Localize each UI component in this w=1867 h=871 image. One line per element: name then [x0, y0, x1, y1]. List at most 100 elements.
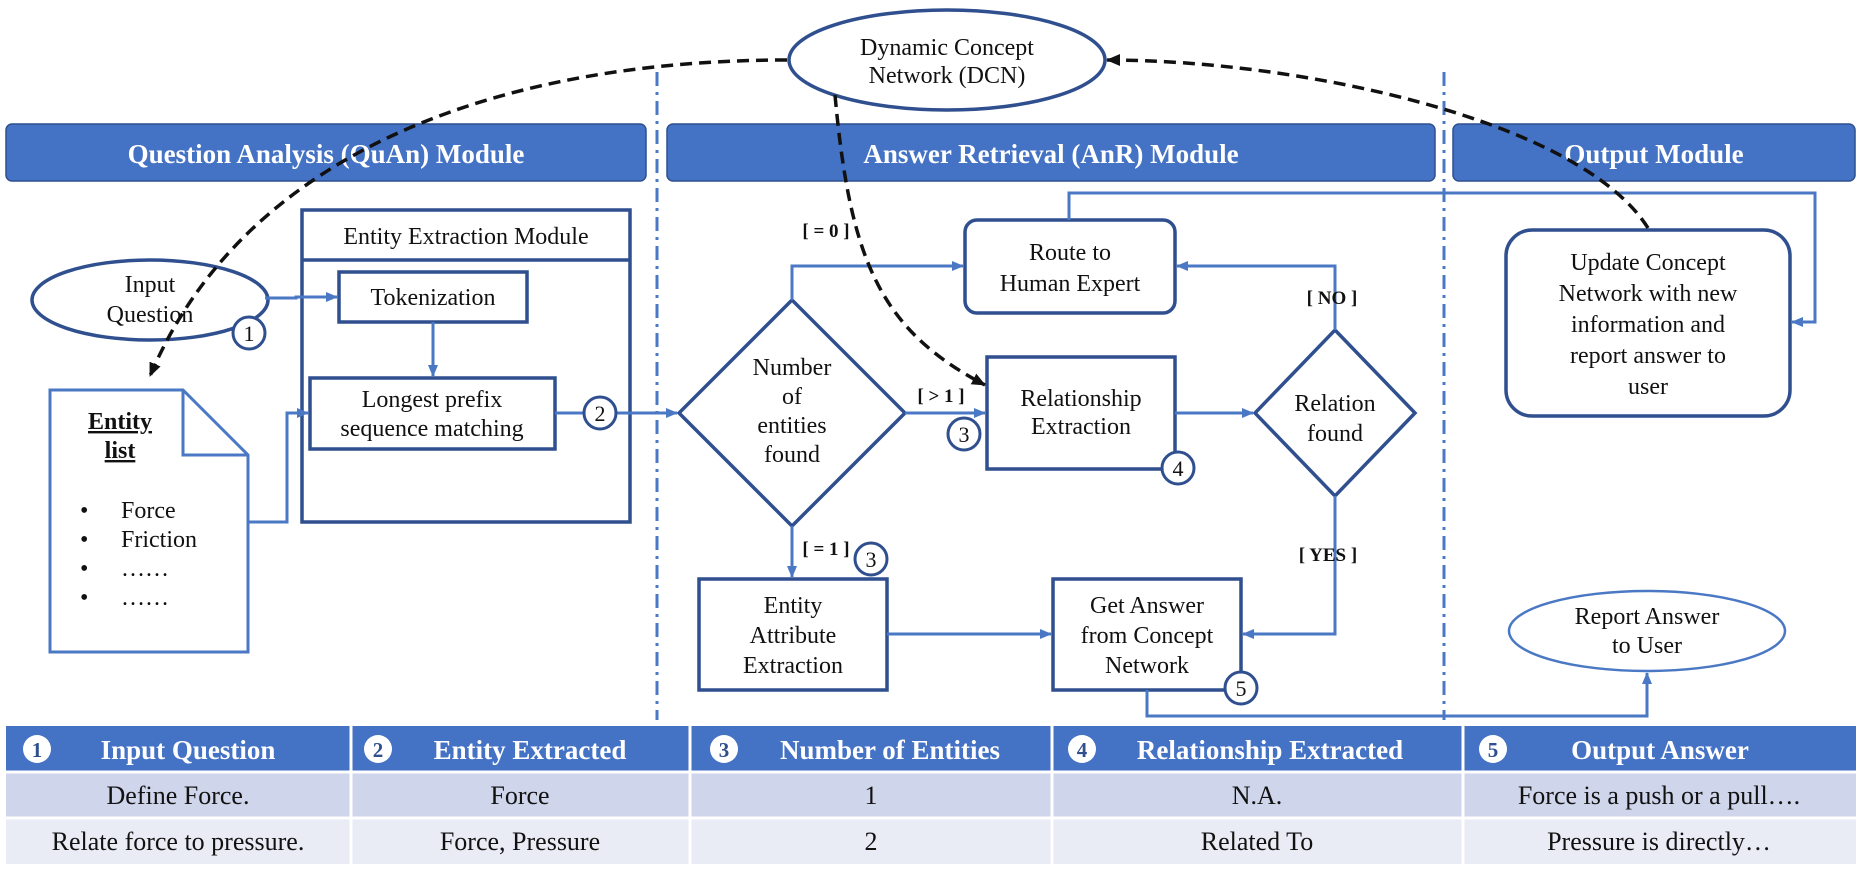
tokenization-node: Tokenization — [337, 270, 529, 324]
table-cell: Force, Pressure — [440, 827, 600, 856]
longest-prefix-node: Longest prefix sequence matching — [308, 376, 557, 451]
table-cell: 1 — [865, 781, 878, 810]
table-cell: 2 — [865, 827, 878, 856]
svg-text:Human Expert: Human Expert — [1000, 271, 1141, 297]
svg-text:user: user — [1628, 374, 1668, 400]
dashed-dcn-to-relationship — [833, 94, 986, 387]
condition-no: [ NO ] — [1307, 288, 1358, 309]
svg-text:Dynamic Concept: Dynamic Concept — [860, 35, 1034, 61]
entity-attribute-extraction-node: Entity Attribute Extraction — [697, 577, 889, 692]
svg-text:1: 1 — [244, 321, 255, 346]
input-question-node: Input Question — [30, 258, 270, 342]
table-cell: Related To — [1201, 827, 1314, 856]
number-of-entities-decision: Number of entities found — [676, 297, 908, 529]
step-badge-2: 2 — [582, 395, 618, 431]
table-cell: N.A. — [1232, 781, 1283, 810]
svg-text:Input Question: Input Question — [101, 735, 276, 765]
table-cell: Force — [490, 781, 549, 810]
svg-text:Update Concept: Update Concept — [1570, 250, 1726, 276]
svg-text:Tokenization: Tokenization — [371, 285, 496, 311]
table-header-row: 1 Input Question 2 Entity Extracted 3 Nu… — [23, 735, 1749, 765]
svg-text:to User: to User — [1612, 633, 1682, 659]
svg-text:Question: Question — [107, 302, 194, 328]
svg-text:•: • — [80, 585, 88, 611]
update-concept-network-node: Update Concept Network with new informat… — [1504, 228, 1792, 418]
condition-gt1: [ > 1 ] — [917, 386, 964, 407]
svg-text:Report Answer: Report Answer — [1575, 604, 1720, 630]
arrow-input-to-tokenization — [265, 292, 338, 302]
step-badge-5: 5 — [1223, 670, 1259, 706]
dcn-node: Dynamic Concept Network (DCN) — [787, 8, 1107, 112]
svg-text:Output Answer: Output Answer — [1571, 735, 1749, 765]
entity-list-title: list — [105, 438, 136, 464]
svg-text:2: 2 — [595, 401, 606, 426]
example-table: 1 Input Question 2 Entity Extracted 3 Nu… — [6, 726, 1856, 864]
svg-text:Extraction: Extraction — [1031, 414, 1131, 440]
condition-eq1: [ = 1 ] — [802, 539, 849, 560]
report-answer-node: Report Answer to User — [1507, 589, 1787, 673]
svg-text:3: 3 — [719, 738, 730, 762]
svg-text:sequence matching: sequence matching — [340, 416, 523, 442]
svg-text:Answer Retrieval (AnR) Module: Answer Retrieval (AnR) Module — [863, 139, 1238, 169]
svg-text:report answer to: report answer to — [1570, 343, 1726, 369]
output-module-header: Output Module — [1452, 123, 1856, 182]
table-header-cell: 3 Number of Entities — [710, 735, 1000, 765]
svg-text:4: 4 — [1077, 738, 1088, 762]
step-badge-3: 3 — [946, 416, 982, 452]
svg-text:•: • — [80, 556, 88, 582]
table-row: Relate force to pressure. Force, Pressur… — [52, 827, 1771, 856]
svg-text:Output Module: Output Module — [1564, 139, 1743, 169]
relation-found-decision: Relation found — [1252, 327, 1418, 499]
dcn-dashed-connectors — [148, 54, 1650, 387]
svg-text:found: found — [1307, 421, 1363, 447]
svg-text:information and: information and — [1571, 312, 1725, 338]
svg-text:Entity Extraction Module: Entity Extraction Module — [343, 224, 588, 250]
svg-text:3: 3 — [866, 547, 877, 572]
step-number-badges: 1 2 3 3 4 5 — [231, 315, 1259, 706]
svg-text:Network with new: Network with new — [1559, 281, 1738, 307]
svg-text:Relationship: Relationship — [1020, 386, 1141, 412]
svg-text:Question Analysis (QuAn) Modul: Question Analysis (QuAn) Module — [128, 139, 525, 169]
table-row: Define Force. Force 1 N.A. Force is a pu… — [107, 781, 1801, 810]
svg-text:Network: Network — [1105, 653, 1189, 679]
quan-module-header: Question Analysis (QuAn) Module — [5, 123, 647, 182]
table-header-cell: 2 Entity Extracted — [364, 735, 626, 765]
relationship-extraction-node: Relationship Extraction — [985, 355, 1177, 471]
svg-text:Input: Input — [125, 272, 176, 298]
table-header-cell: 5 Output Answer — [1479, 735, 1749, 765]
arrow-human-to-update — [1067, 191, 1817, 327]
entity-list-document: Entity list • Force • Friction • …… • …… — [48, 388, 250, 654]
dashed-dcn-to-entity-list — [148, 58, 788, 377]
svg-text:Route to: Route to — [1029, 240, 1111, 266]
svg-text:Get Answer: Get Answer — [1090, 593, 1204, 619]
dashed-update-to-dcn — [1106, 54, 1650, 229]
get-answer-node: Get Answer from Concept Network — [1051, 577, 1243, 692]
svg-text:Number: Number — [753, 355, 832, 381]
svg-text:Number of Entities: Number of Entities — [780, 735, 1000, 765]
table-cell: Define Force. — [107, 781, 250, 810]
svg-text:of: of — [782, 384, 802, 410]
step-badge-4: 4 — [1160, 450, 1196, 486]
svg-text:Network (DCN): Network (DCN) — [869, 63, 1026, 89]
svg-text:Extraction: Extraction — [743, 653, 843, 679]
arrow-answer-to-report — [1145, 672, 1652, 718]
step-badge-3: 3 — [853, 541, 889, 577]
svg-text:from Concept: from Concept — [1081, 623, 1214, 649]
arrow-yes-to-answer — [1242, 496, 1337, 639]
table-cell: Pressure is directly… — [1547, 827, 1771, 856]
svg-text:•: • — [80, 498, 88, 524]
entity-list-item: Friction — [121, 527, 197, 553]
svg-text:2: 2 — [373, 738, 384, 762]
entity-list-item: …… — [121, 556, 169, 582]
svg-text:1: 1 — [32, 738, 43, 762]
svg-text:entities: entities — [757, 413, 826, 439]
svg-text:•: • — [80, 527, 88, 553]
svg-text:5: 5 — [1488, 738, 1499, 762]
table-header-cell: 1 Input Question — [23, 735, 275, 765]
svg-text:5: 5 — [1236, 676, 1247, 701]
condition-eq0: [ = 0 ] — [802, 221, 849, 242]
svg-text:Longest prefix: Longest prefix — [362, 387, 503, 413]
svg-text:Attribute: Attribute — [750, 623, 837, 649]
svg-text:Relationship Extracted: Relationship Extracted — [1137, 735, 1403, 765]
entity-list-item: Force — [121, 498, 176, 524]
